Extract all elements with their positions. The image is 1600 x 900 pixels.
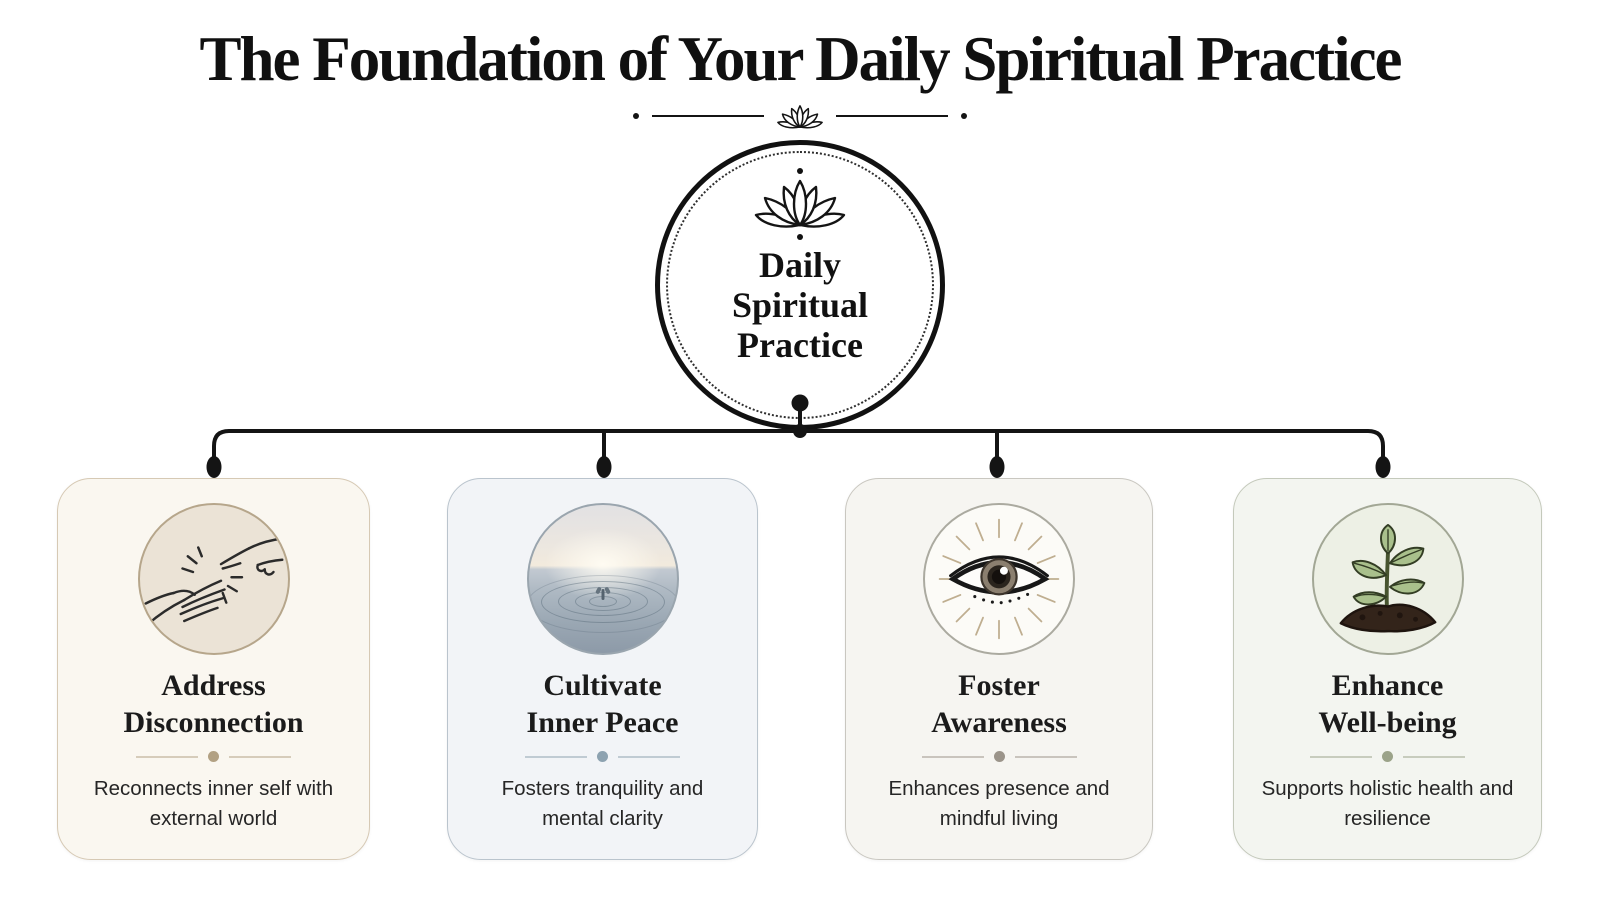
divider-dot: [1382, 751, 1393, 762]
water-droplet: [601, 589, 604, 600]
card-title: Cultivate Inner Peace: [526, 669, 679, 739]
divider-dot: [597, 751, 608, 762]
card-title: Enhance Well-being: [1318, 669, 1457, 739]
card-foster-awareness: Foster Awareness Enhances presence and m…: [845, 478, 1153, 860]
card-description: Supports holistic health and resilience: [1261, 777, 1514, 830]
card-description: Enhances presence and mindful living: [888, 777, 1110, 830]
card-description: Reconnects inner self with external worl…: [93, 777, 334, 830]
card-description: Fosters tranquility and mental clarity: [501, 777, 704, 830]
sprout-icon: [1311, 503, 1464, 655]
divider-dot: [961, 113, 967, 119]
header: The Foundation of Your Daily Spiritual P…: [0, 0, 1600, 130]
root-node: Daily Spiritual Practice: [655, 140, 945, 430]
lotus-small-icon: [777, 105, 823, 129]
title-divider: [0, 102, 1600, 130]
radiant-eye-icon: [923, 503, 1075, 655]
card-cultivate-inner-peace: Cultivate Inner Peace Fosters tranquilit…: [447, 478, 758, 860]
water-ripple-icon: [526, 503, 679, 655]
divider-line: [652, 115, 764, 117]
card-divider: [136, 751, 291, 762]
card-title: Foster Awareness: [931, 669, 1067, 739]
card-divider: [1310, 751, 1465, 762]
card-enhance-well-being: Enhance Well-being Supports holistic hea…: [1233, 478, 1542, 860]
card-divider: [525, 751, 680, 762]
card-address-disconnection: Address Disconnection Reconnects inner s…: [57, 478, 370, 860]
divider-dot: [208, 751, 219, 762]
reaching-hands-icon: [137, 503, 290, 655]
dotted-ring: [666, 151, 934, 419]
divider-dot: [993, 751, 1005, 762]
divider-line: [836, 115, 948, 117]
page-title: The Foundation of Your Daily Spiritual P…: [199, 24, 1402, 94]
card-divider: [921, 751, 1077, 762]
divider-dot: [633, 113, 639, 119]
card-title: Address Disconnection: [123, 669, 304, 739]
